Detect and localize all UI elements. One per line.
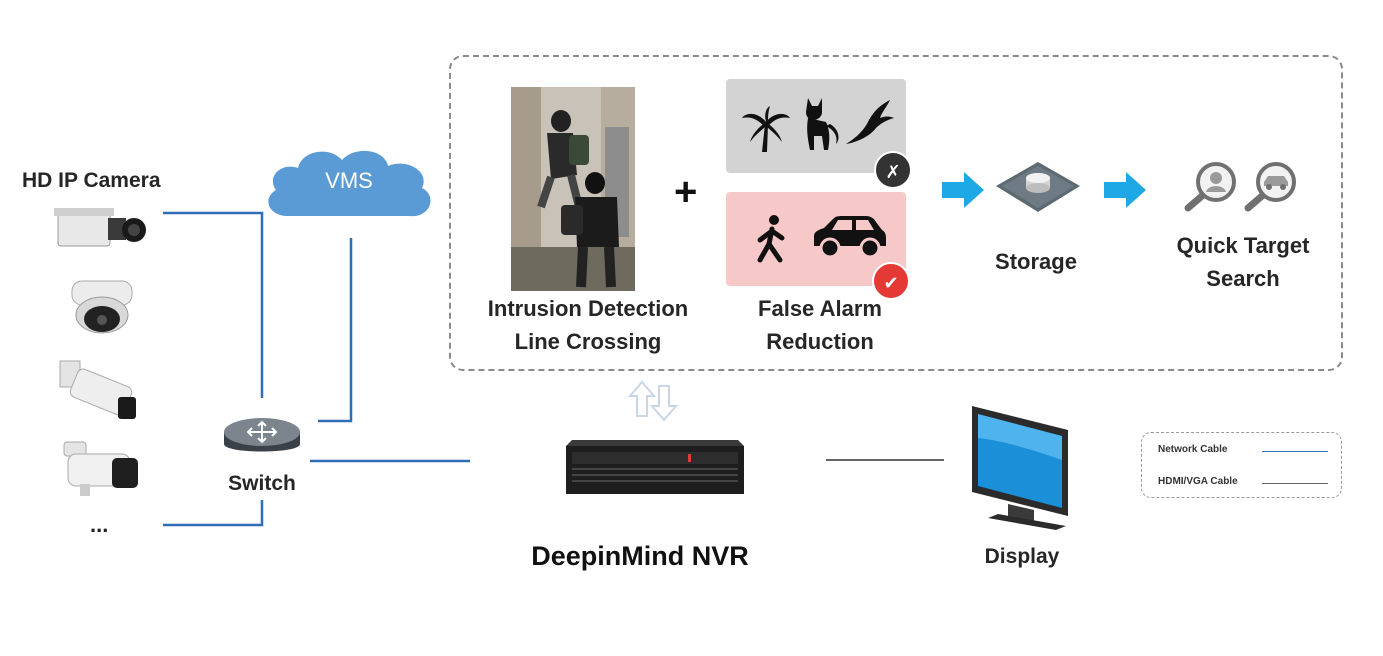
plus-sign: + bbox=[674, 170, 698, 214]
legend-network-line bbox=[1262, 451, 1328, 452]
cat-icon bbox=[806, 98, 839, 150]
bird-icon bbox=[846, 100, 894, 144]
cable-legend: Network Cable HDMI/VGA Cable bbox=[1141, 432, 1342, 498]
camera-dome-icon bbox=[71, 280, 133, 334]
display-label: Display bbox=[984, 545, 1060, 568]
switch-label: Switch bbox=[228, 472, 296, 495]
false-alarm-label: False Alarm Reduction bbox=[716, 292, 924, 358]
vms-cloud-icon bbox=[268, 150, 431, 217]
camera-bullet-icon bbox=[59, 360, 136, 419]
legend-hdmi-line bbox=[1262, 483, 1328, 484]
more-cameras-ellipsis: ... bbox=[90, 512, 109, 537]
reject-badge-icon: ✗ bbox=[874, 151, 912, 189]
storage-label: Storage bbox=[995, 249, 1077, 274]
car-icon bbox=[814, 216, 886, 259]
bidirectional-arrow-icon bbox=[627, 380, 679, 422]
nvr-label: DeepinMind NVR bbox=[531, 541, 749, 571]
analytics-panel bbox=[449, 55, 1343, 371]
quick-search-label: Quick Target Search bbox=[1158, 229, 1328, 295]
intrusion-label-line2: Line Crossing bbox=[514, 329, 662, 354]
vehicle-search-icon bbox=[1244, 162, 1296, 212]
false-alarm-label-line1: False Alarm bbox=[758, 296, 882, 321]
vms-label: VMS bbox=[325, 168, 373, 193]
intrusion-label: Intrusion Detection Line Crossing bbox=[470, 292, 706, 358]
legend-hdmi-label: HDMI/VGA Cable bbox=[1158, 476, 1238, 487]
arrow-to-search-icon bbox=[1104, 172, 1146, 208]
switch-icon bbox=[224, 418, 300, 452]
legend-network-label: Network Cable bbox=[1158, 444, 1228, 455]
hd-ip-camera-label: HD IP Camera bbox=[22, 169, 161, 192]
intrusion-photo bbox=[511, 87, 635, 291]
quick-search-label-line2: Search bbox=[1206, 266, 1280, 291]
monitor-icon bbox=[972, 406, 1068, 530]
palm-tree-icon bbox=[742, 106, 790, 152]
pedestrian-icon bbox=[757, 215, 785, 263]
intrusion-label-line1: Intrusion Detection bbox=[487, 296, 689, 321]
nvr-device-icon bbox=[566, 440, 744, 494]
quick-search-label-line1: Quick Target bbox=[1176, 233, 1310, 258]
person-search-icon bbox=[1184, 162, 1236, 212]
false-alarm-label-line2: Reduction bbox=[766, 329, 874, 354]
camera-bullet2-icon bbox=[63, 441, 138, 496]
arrow-to-storage-icon bbox=[942, 172, 984, 208]
camera-box-icon bbox=[54, 208, 146, 247]
storage-icon bbox=[996, 162, 1080, 212]
accept-badge-icon: ✔ bbox=[872, 262, 910, 300]
